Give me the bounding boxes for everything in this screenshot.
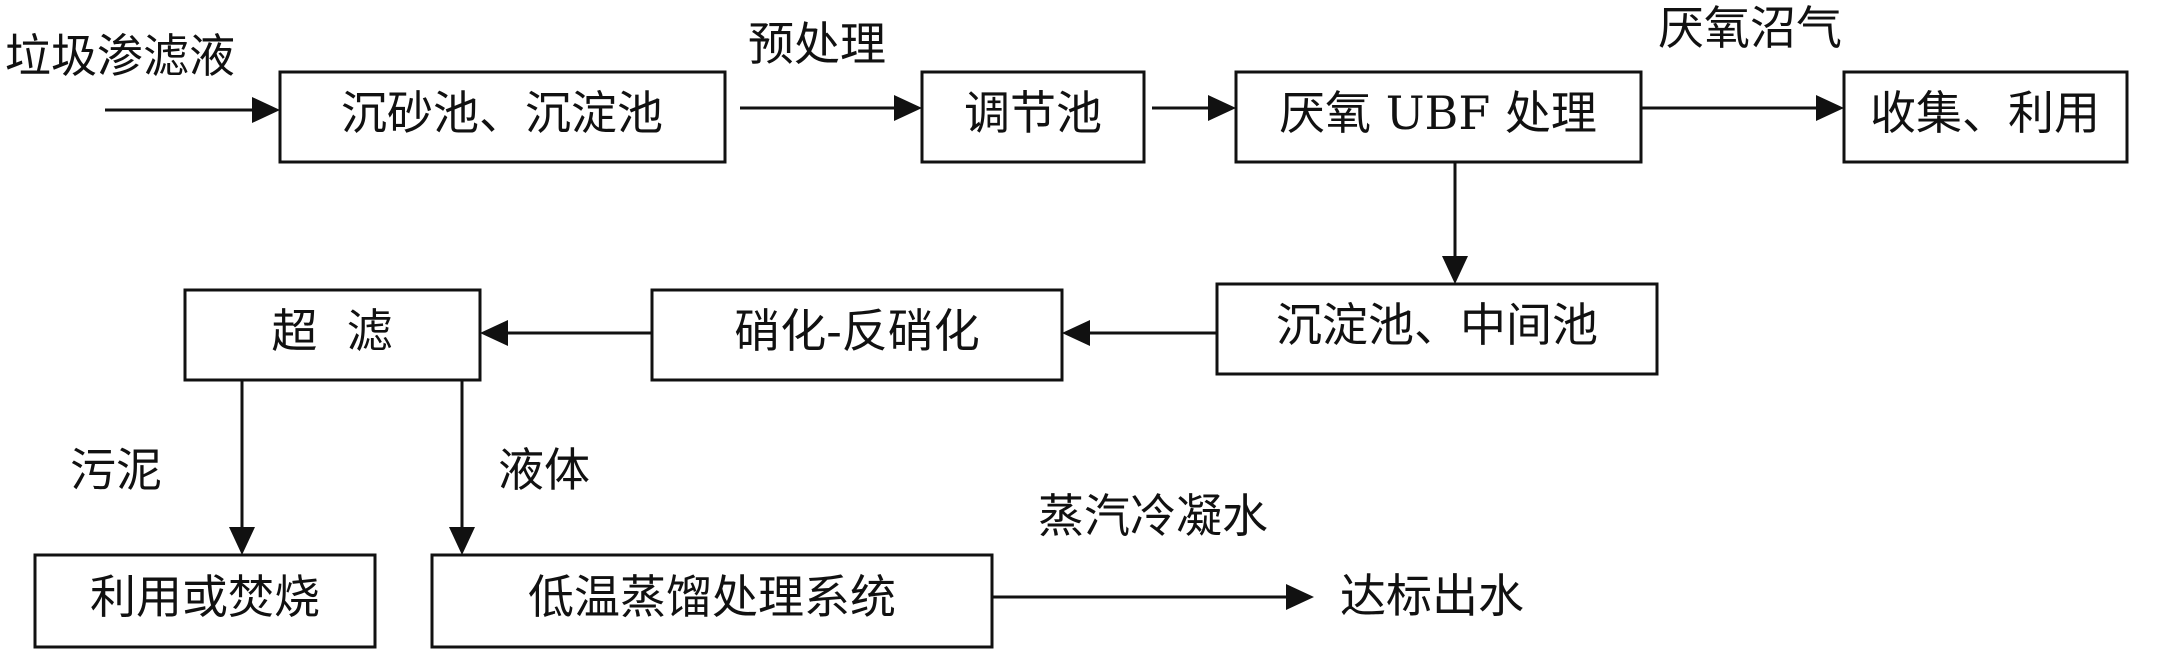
label-input: 垃圾渗滤液	[5, 29, 235, 83]
arrow-regulating-head	[1208, 95, 1236, 121]
arrow-to-ultrafiltration-head	[480, 320, 508, 346]
box-anaerobic-ubf	[1234, 70, 1643, 164]
label-settling-intermediate: 沉淀池、中间池	[1276, 298, 1598, 352]
box-sand-settling	[278, 70, 727, 164]
label-sludge: 污泥	[70, 443, 162, 497]
label-effluent: 达标出水	[1340, 569, 1524, 623]
arrow-input-head	[252, 97, 280, 123]
label-sand-settling: 沉砂池、沉淀池	[341, 86, 663, 140]
box-low-temp-distill	[430, 553, 994, 649]
label-nitrification: 硝化-反硝化	[734, 304, 980, 358]
box-regulating-tank	[920, 70, 1146, 164]
label-regulating-tank: 调节池	[964, 86, 1102, 140]
box-collect-use	[1842, 70, 2129, 164]
label-ultrafiltration: 超 滤	[271, 304, 392, 358]
box-nitrification	[650, 288, 1064, 382]
arrow-liquid-head	[449, 527, 475, 555]
box-reuse-incinerate	[33, 553, 377, 649]
label-collect-use: 收集、利用	[1870, 86, 2100, 140]
label-low-temp-distill: 低温蒸馏处理系统	[528, 570, 896, 624]
arrow-down-head	[1442, 256, 1468, 284]
label-anaerobic-ubf: 厌氧 UBF 处理	[1279, 86, 1597, 140]
label-reuse-incinerate: 利用或焚烧	[90, 570, 320, 624]
arrow-to-nitrification-head	[1062, 320, 1090, 346]
label-biogas: 厌氧沼气	[1658, 1, 1842, 55]
arrow-condensate-head	[1286, 584, 1314, 610]
box-settling-intermediate	[1215, 282, 1659, 376]
label-liquid: 液体	[498, 443, 590, 497]
label-pretreatment: 预处理	[748, 17, 886, 71]
arrow-biogas-head	[1816, 95, 1844, 121]
arrow-pretreatment-head	[894, 95, 922, 121]
box-ultrafiltration	[183, 288, 482, 382]
label-condensate: 蒸汽冷凝水	[1038, 489, 1268, 543]
arrow-sludge-head	[229, 527, 255, 555]
